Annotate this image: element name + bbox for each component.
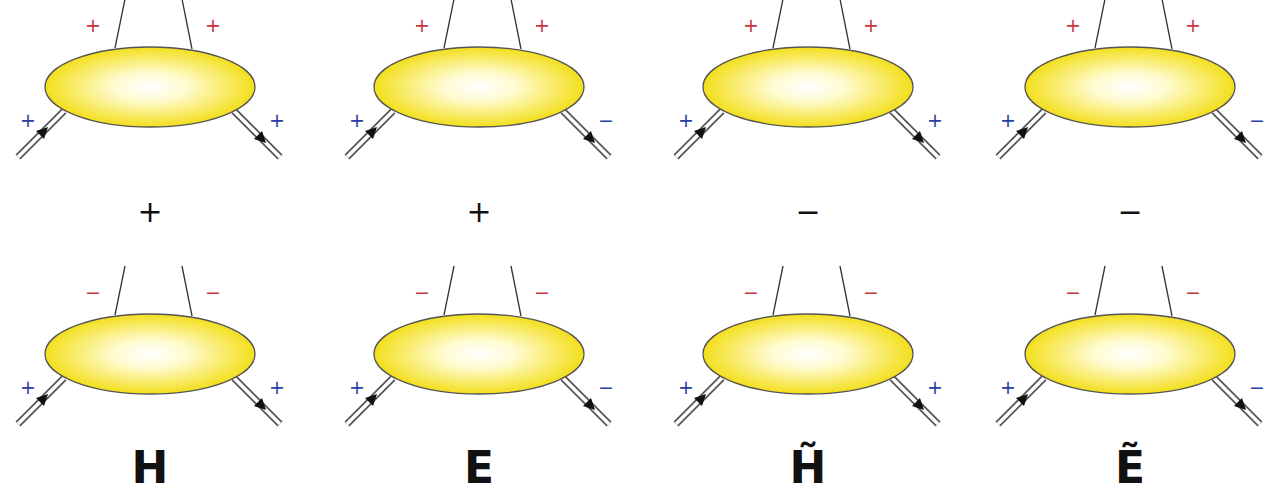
nucleon-helicity: − <box>598 378 614 397</box>
nucleon-helicity: + <box>20 111 36 130</box>
quark-helicity: + <box>743 16 759 35</box>
nucleon-helicity: + <box>349 378 365 397</box>
nucleon-helicity: + <box>678 378 694 397</box>
amplitude-blob <box>347 266 609 424</box>
quark-helicity: + <box>85 16 101 35</box>
nucleon-helicity: + <box>269 111 285 130</box>
quark-helicity: + <box>1065 16 1081 35</box>
gpd-name: H̃ <box>790 446 827 490</box>
gpd-name: H <box>132 446 169 490</box>
nucleon-helicity: + <box>927 111 943 130</box>
nucleon-helicity: + <box>1000 111 1016 130</box>
nucleon-helicity: + <box>1000 378 1016 397</box>
nucleon-helicity: + <box>678 111 694 130</box>
quark-helicity: + <box>414 16 430 35</box>
nucleon-helicity: − <box>1249 378 1265 397</box>
quark-helicity: − <box>85 283 101 302</box>
gpd-name: Ẽ <box>1115 446 1145 490</box>
operator-sign: + <box>466 197 491 227</box>
amplitude-blob <box>18 266 280 424</box>
amplitude-blob <box>998 0 1260 157</box>
nucleon-helicity: + <box>927 378 943 397</box>
quark-helicity: + <box>863 16 879 35</box>
amplitude-blob <box>676 266 938 424</box>
amplitude-blob <box>18 0 280 157</box>
quark-helicity: − <box>1185 283 1201 302</box>
nucleon-helicity: + <box>269 378 285 397</box>
nucleon-helicity: − <box>598 111 614 130</box>
nucleon-helicity: + <box>349 111 365 130</box>
amplitude-blob <box>347 0 609 157</box>
quark-helicity: + <box>534 16 550 35</box>
quark-helicity: − <box>205 283 221 302</box>
amplitude-blob <box>676 0 938 157</box>
operator-sign: − <box>1117 197 1142 227</box>
quark-helicity: − <box>414 283 430 302</box>
quark-helicity: − <box>743 283 759 302</box>
quark-helicity: − <box>534 283 550 302</box>
quark-helicity: + <box>205 16 221 35</box>
quark-helicity: + <box>1185 16 1201 35</box>
quark-helicity: − <box>1065 283 1081 302</box>
nucleon-helicity: − <box>1249 111 1265 130</box>
quark-helicity: − <box>863 283 879 302</box>
operator-sign: + <box>137 197 162 227</box>
operator-sign: − <box>795 197 820 227</box>
amplitude-blob <box>998 266 1260 424</box>
nucleon-helicity: + <box>20 378 36 397</box>
gpd-name: E <box>464 446 494 490</box>
